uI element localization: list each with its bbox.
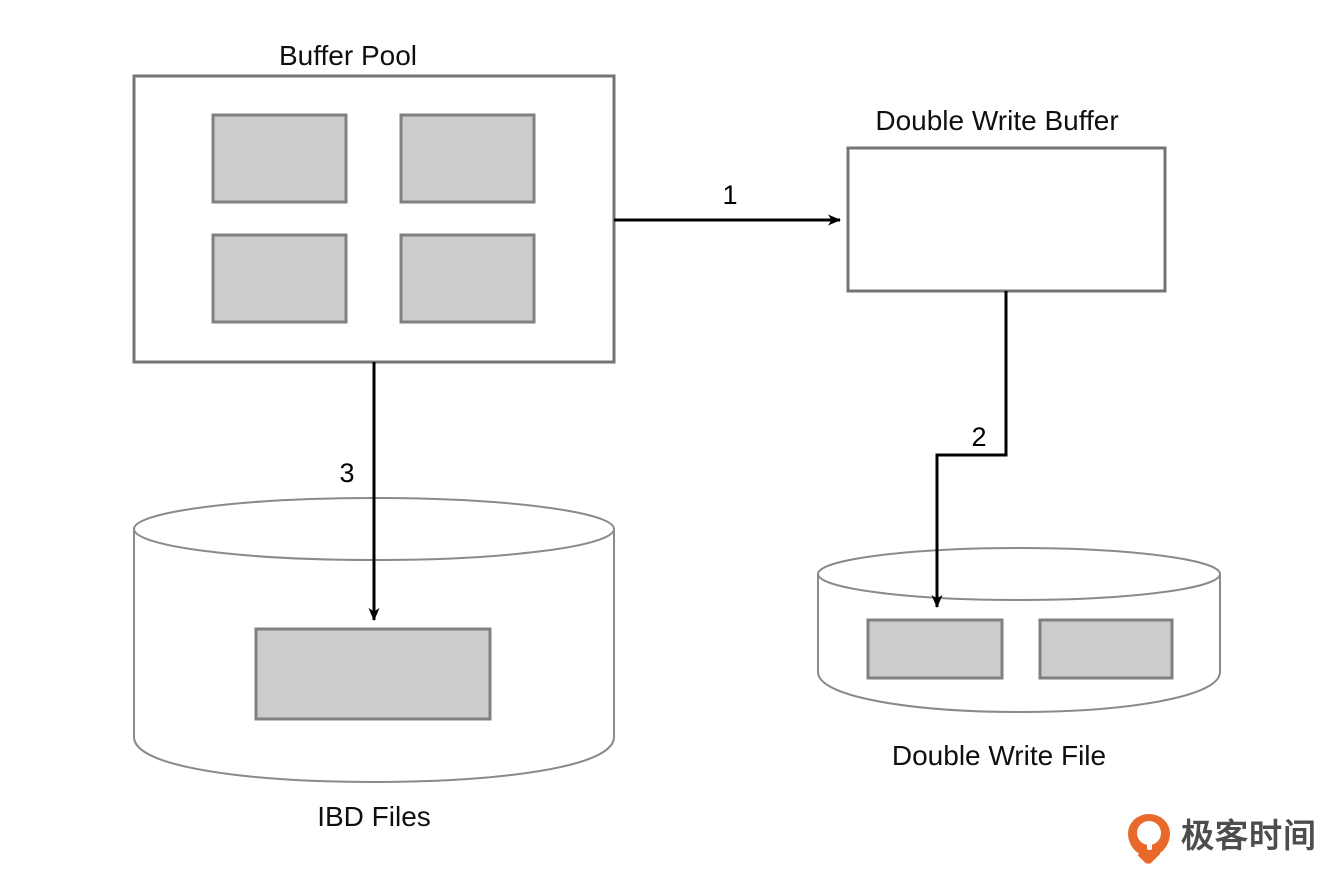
buffer-pool-box[interactable]: [132, 74, 616, 364]
double-write-buffer-title: Double Write Buffer: [875, 105, 1118, 136]
buffer-pool-page-3[interactable]: [211, 233, 348, 324]
edge-2-line: [931, 291, 1008, 608]
edge-2-label: 2: [971, 422, 986, 452]
geektime-logo-icon: [1128, 812, 1172, 858]
double-write-file-page-1[interactable]: [866, 618, 1004, 680]
buffer-pool-page-1[interactable]: [211, 113, 348, 204]
double-write-buffer-box[interactable]: [846, 146, 1167, 293]
double-write-file-page-2[interactable]: [1038, 618, 1174, 680]
brand-name-text: 极客时间: [1181, 816, 1317, 854]
ibd-files-label: IBD Files: [317, 801, 431, 832]
double-write-file-label: Double Write File: [892, 740, 1106, 771]
buffer-pool-page-2[interactable]: [399, 113, 536, 204]
edge-1-label: 1: [722, 180, 737, 210]
buffer-pool-title: Buffer Pool: [279, 40, 417, 71]
edge-3-label: 3: [339, 458, 354, 488]
brand-watermark: 极客时间: [1128, 812, 1317, 858]
buffer-pool-page-4[interactable]: [399, 233, 536, 324]
ibd-files-page-1[interactable]: [254, 627, 492, 721]
